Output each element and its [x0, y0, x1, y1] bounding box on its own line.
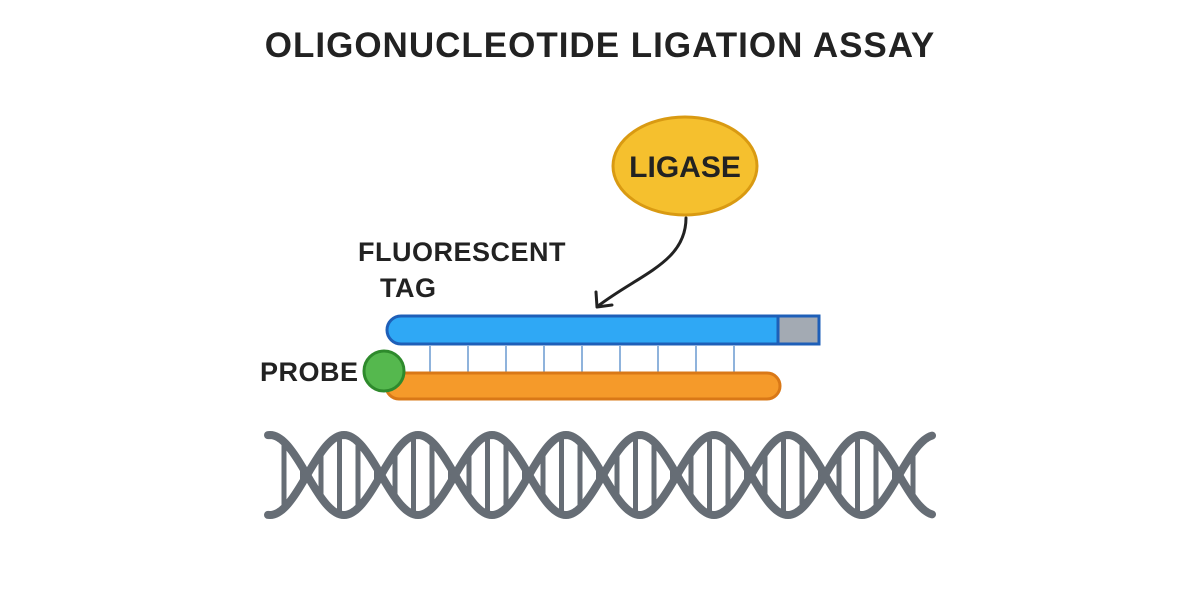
blue-strand-bar	[385, 314, 780, 346]
ligase-label: LIGASE	[629, 151, 741, 184]
fluorescent-tag-line2: TAG	[380, 273, 437, 303]
blue-oligo-strand	[385, 314, 821, 346]
tag-block	[776, 314, 821, 346]
fluorescent-tag-line1: FLUORESCENT	[358, 237, 566, 267]
ligase-enzyme: LIGASE	[611, 115, 759, 217]
fluorescent-tag-label: FLUORESCENT TAG	[358, 234, 566, 306]
dna-helix	[264, 430, 936, 520]
base-pair-rungs	[429, 346, 735, 372]
ligase-ellipse	[611, 115, 759, 217]
helix-backbone-a	[264, 430, 936, 520]
arrow-head	[594, 290, 614, 309]
ligation-arrow	[594, 216, 688, 309]
probe-label: PROBE	[260, 357, 359, 387]
helix-backbone-b	[264, 430, 936, 520]
probe-bead	[362, 349, 406, 393]
arrow-curve	[596, 216, 688, 308]
diagram-title: OLIGONUCLEOTIDE LIGATION ASSAY	[264, 26, 936, 65]
orange-probe-strand	[384, 371, 782, 401]
